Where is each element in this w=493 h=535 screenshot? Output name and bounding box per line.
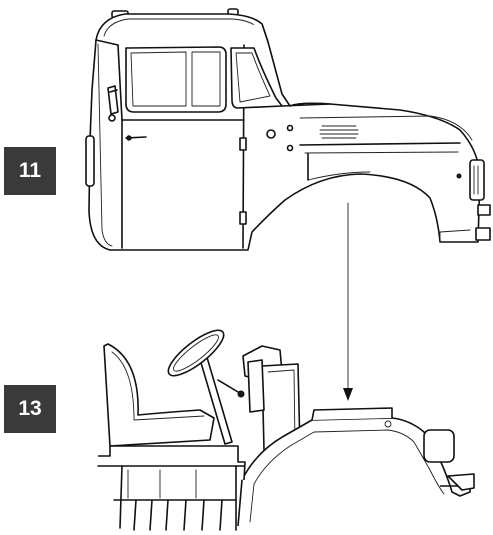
step-badge-13: 13 — [4, 385, 56, 433]
step-badge-11: 11 — [4, 147, 56, 195]
cab-interior-frame-drawing — [97, 329, 475, 531]
truck-cab-drawing — [85, 8, 491, 251]
down-arrow-icon — [343, 202, 353, 401]
